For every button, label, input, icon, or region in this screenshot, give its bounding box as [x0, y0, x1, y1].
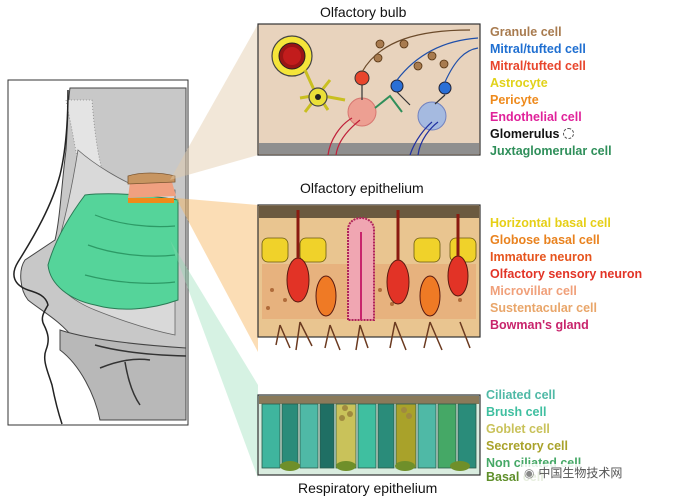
legend-glomerulus: Glomerulus	[490, 127, 574, 141]
olfactory-bulb-title: Olfactory bulb	[320, 4, 407, 20]
legend-secretory-cell: Secretory cell	[486, 439, 568, 453]
olfactory-epithelium-title: Olfactory epithelium	[300, 180, 424, 196]
wechat-icon: ◉	[524, 466, 535, 480]
legend-astrocyte: Astrocyte	[490, 76, 548, 90]
legend-globose-basal-cell: Globose basal cell	[490, 233, 600, 247]
legend-immature-neuron: Immature neuron	[490, 250, 593, 264]
legend-sustentacular-cell: Sustentacular cell	[490, 301, 597, 315]
respiratory-epithelium-title: Respiratory epithelium	[298, 480, 438, 496]
zoom-wedges	[170, 24, 258, 478]
legend-granule-cell: Granule cell	[490, 25, 562, 39]
legend-ciliated-cell: Ciliated cell	[486, 388, 556, 402]
legend-olfactory-sensory-neuron: Olfactory sensory neuron	[490, 267, 643, 281]
glomerulus-circle-icon	[562, 128, 574, 139]
legend-endothelial-cell: Endothelial cell	[490, 110, 582, 124]
watermark-text: 中国生物技术网	[538, 466, 623, 480]
legend-pericyte: Pericyte	[490, 93, 539, 107]
watermark: ◉ 中国生物技术网	[522, 464, 625, 481]
olfactory-epithelium-panel	[257, 204, 481, 351]
legend-mitral-tufted-blue: Mitral/tufted cell	[490, 42, 586, 56]
legend-microvillar-cell: Microvillar cell	[490, 284, 577, 298]
legend-glomerulus-text: Glomerulus	[490, 127, 560, 141]
olfactory-bulb-panel	[257, 23, 481, 156]
head-section	[7, 79, 189, 426]
legend-mitral-tufted-red: Mitral/tufted cell	[490, 59, 586, 73]
respiratory-epithelium-panel	[257, 394, 481, 476]
legend-juxtaglomerular-cell: Juxtaglomerular cell	[490, 144, 612, 158]
legend-brush-cell: Brush cell	[486, 405, 547, 419]
legend-bowmans-gland: Bowman's gland	[490, 318, 589, 332]
legend-horizontal-basal-cell: Horizontal basal cell	[490, 216, 611, 230]
legend-goblet-cell: Goblet cell	[486, 422, 550, 436]
